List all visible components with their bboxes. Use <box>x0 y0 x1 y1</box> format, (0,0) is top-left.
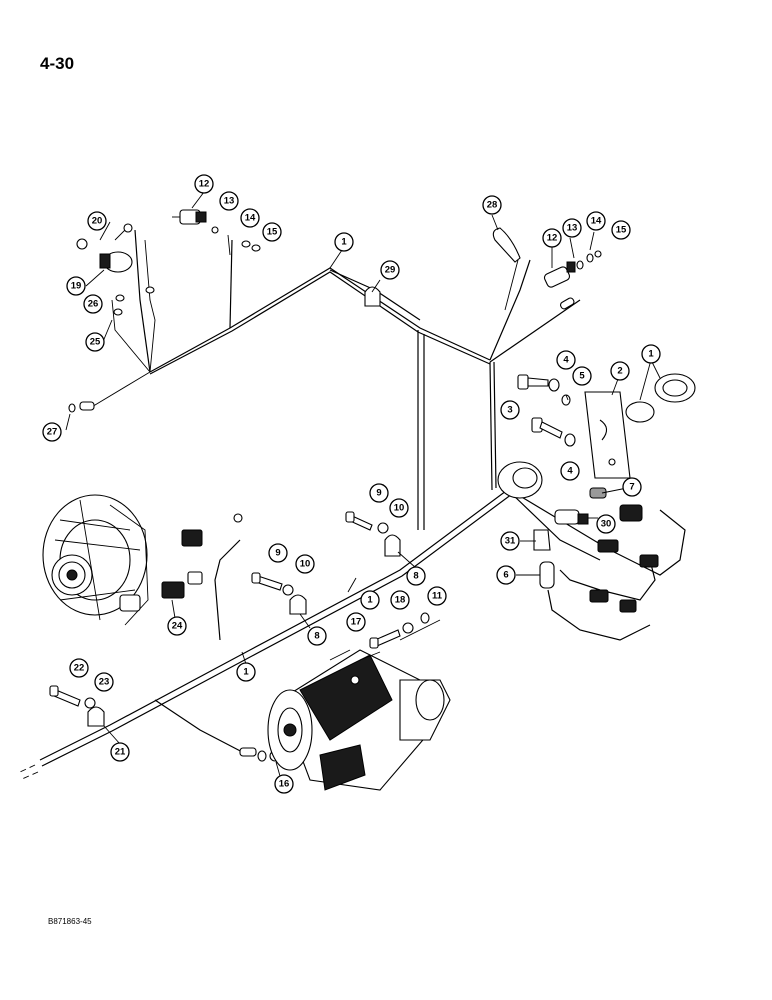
callout-16: 16 <box>274 774 294 794</box>
svg-text:9: 9 <box>275 548 280 559</box>
svg-text:14: 14 <box>245 213 256 224</box>
page-number: 4-30 <box>40 54 75 73</box>
alternator <box>42 494 149 626</box>
callout-25: 25 <box>85 332 105 352</box>
callout-14-right: 14 <box>586 211 606 231</box>
callout-1-harness-upper: 1 <box>334 232 354 252</box>
callout-8-lower: 8 <box>307 626 327 646</box>
svg-text:1: 1 <box>243 667 249 678</box>
callout-26: 26 <box>83 294 103 314</box>
svg-text:2: 2 <box>617 366 622 377</box>
svg-text:13: 13 <box>224 196 235 207</box>
svg-text:15: 15 <box>267 227 278 238</box>
svg-text:19: 19 <box>71 281 82 292</box>
svg-text:4: 4 <box>563 355 569 366</box>
callout-8-upper: 8 <box>406 566 426 586</box>
callout-7: 7 <box>622 477 642 497</box>
svg-text:11: 11 <box>432 591 443 602</box>
callout-28: 28 <box>482 195 502 215</box>
callout-11: 11 <box>427 586 447 606</box>
callout-4-upper: 4 <box>556 350 576 370</box>
bolt-lower <box>531 417 563 439</box>
svg-text:31: 31 <box>505 536 516 547</box>
callout-20: 20 <box>87 211 107 231</box>
callout-14-left: 14 <box>240 208 260 228</box>
svg-text:3: 3 <box>507 405 512 416</box>
svg-text:23: 23 <box>99 677 110 688</box>
svg-text:1: 1 <box>648 349 654 360</box>
svg-text:10: 10 <box>300 559 311 570</box>
callout-29: 29 <box>380 260 400 280</box>
callout-12-right: 12 <box>542 228 562 248</box>
callout-24: 24 <box>167 616 187 636</box>
temperature-sender-left <box>172 209 207 225</box>
svg-text:4: 4 <box>567 466 573 477</box>
callout-13-left: 13 <box>219 191 239 211</box>
svg-text:12: 12 <box>199 179 210 190</box>
svg-text:8: 8 <box>314 631 319 642</box>
callout-9-lower: 9 <box>268 543 288 563</box>
svg-text:22: 22 <box>74 663 85 674</box>
callout-27: 27 <box>42 422 62 442</box>
svg-text:18: 18 <box>395 595 406 606</box>
svg-text:9: 9 <box>376 488 381 499</box>
svg-text:5: 5 <box>579 371 585 382</box>
svg-text:26: 26 <box>88 299 99 310</box>
callout-30: 30 <box>596 514 616 534</box>
callout-2: 2 <box>610 361 630 381</box>
svg-text:24: 24 <box>172 621 183 632</box>
callout-3-upper: 3 <box>500 400 520 420</box>
svg-text:10: 10 <box>394 503 405 514</box>
svg-text:21: 21 <box>115 747 126 758</box>
callouts: 1 1 1 1 1 2 3 3 4 4 5 6 7 8 8 9 9 10 10 … <box>42 174 661 794</box>
svg-text:20: 20 <box>92 216 103 227</box>
oil-pressure-sender <box>76 223 133 273</box>
svg-text:17: 17 <box>351 617 362 628</box>
svg-text:15: 15 <box>616 225 627 236</box>
svg-text:27: 27 <box>47 427 58 438</box>
bolt-upper <box>517 374 549 390</box>
callout-6: 6 <box>496 565 516 585</box>
svg-text:28: 28 <box>487 200 498 211</box>
callout-10-lower: 10 <box>295 554 315 574</box>
svg-text:7: 7 <box>629 482 634 493</box>
svg-text:30: 30 <box>601 519 612 530</box>
callout-12-left: 12 <box>194 174 214 194</box>
svg-text:29: 29 <box>385 265 396 276</box>
callout-31: 31 <box>500 531 520 551</box>
figure-code: B871863-45 <box>48 917 92 926</box>
callout-1-snap-ring: 1 <box>641 344 661 364</box>
callout-15-left: 15 <box>262 222 282 242</box>
svg-text:12: 12 <box>547 233 558 244</box>
callout-22: 22 <box>69 658 89 678</box>
callout-4-lower: 4 <box>560 461 580 481</box>
callout-21: 21 <box>110 742 130 762</box>
svg-text:8: 8 <box>413 571 418 582</box>
callout-1-harness-mid: 1 <box>360 590 380 610</box>
svg-text:25: 25 <box>90 337 101 348</box>
svg-text:1: 1 <box>367 595 373 606</box>
svg-text:1: 1 <box>341 237 347 248</box>
callout-18: 18 <box>390 590 410 610</box>
callout-15-right: 15 <box>611 220 631 240</box>
callout-9-upper: 9 <box>369 483 389 503</box>
callout-19: 19 <box>66 276 86 296</box>
svg-text:13: 13 <box>567 223 578 234</box>
harness-wires <box>19 229 686 780</box>
callout-17: 17 <box>346 612 366 632</box>
callout-23: 23 <box>94 672 114 692</box>
parts <box>42 209 696 791</box>
temperature-sender-right <box>543 261 576 288</box>
callout-10-upper: 10 <box>389 498 409 518</box>
starter-motor <box>267 649 451 791</box>
callout-13-right: 13 <box>562 218 582 238</box>
svg-text:14: 14 <box>591 216 602 227</box>
svg-text:16: 16 <box>279 779 290 790</box>
svg-text:6: 6 <box>503 570 508 581</box>
leader-lines <box>65 191 661 777</box>
callout-1-harness-lower: 1 <box>236 662 256 682</box>
callout-5: 5 <box>572 366 592 386</box>
